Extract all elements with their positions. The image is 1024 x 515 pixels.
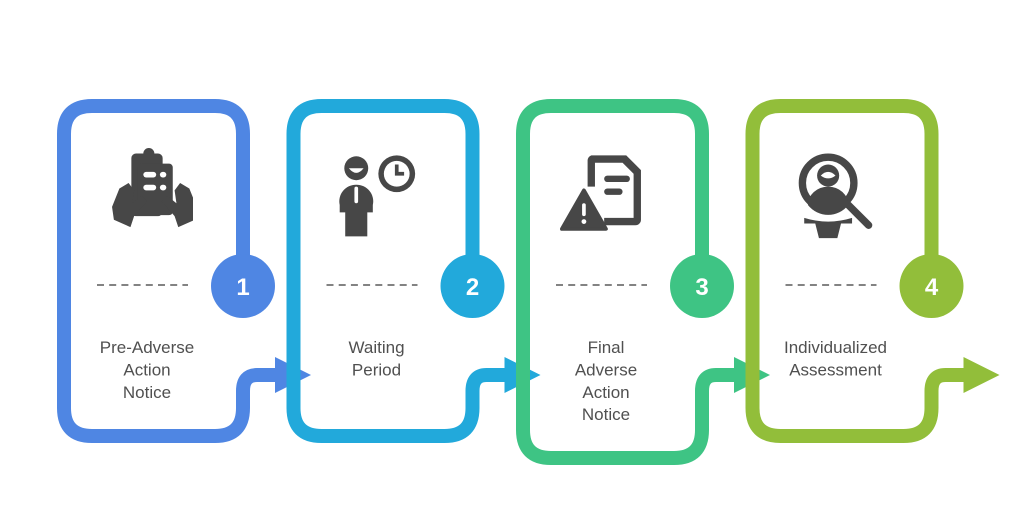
step-number-badge: 1 xyxy=(211,254,275,318)
step-label-line: Notice xyxy=(123,383,171,402)
step-label-line: Notice xyxy=(582,405,630,424)
step-number-badge: 4 xyxy=(899,254,964,318)
badge-circle xyxy=(211,254,275,318)
step-outline xyxy=(745,99,977,443)
clipboard-hands-icon xyxy=(112,148,193,228)
step-label-line: Adverse xyxy=(575,360,637,379)
step-label-line: Waiting xyxy=(348,338,404,357)
step-label-line: Individualized xyxy=(784,338,887,357)
step-number-badge: 3 xyxy=(670,254,734,318)
step-number: 2 xyxy=(466,274,479,301)
step-number: 3 xyxy=(695,274,708,301)
step-number: 1 xyxy=(236,274,249,301)
step-label-line: Final xyxy=(588,338,625,357)
step-number-badge: 2 xyxy=(440,254,505,318)
person-magnifier-icon xyxy=(802,157,868,238)
person-clock-icon xyxy=(339,155,416,237)
step-label-line: Period xyxy=(352,360,401,379)
badge-circle xyxy=(440,254,505,318)
badge-circle xyxy=(670,254,734,318)
step-label-line: Action xyxy=(582,383,629,402)
step-label-line: Pre-Adverse xyxy=(100,338,194,357)
step-label-line: Action xyxy=(123,360,170,379)
step-outline xyxy=(57,99,288,443)
badge-circle xyxy=(899,254,964,318)
step-outline xyxy=(286,99,518,443)
document-warning-icon xyxy=(560,153,643,231)
step-label-line: Assessment xyxy=(789,360,882,379)
step-number: 4 xyxy=(925,274,939,301)
arrow-head-icon xyxy=(963,357,1000,393)
step-outline xyxy=(516,99,747,465)
